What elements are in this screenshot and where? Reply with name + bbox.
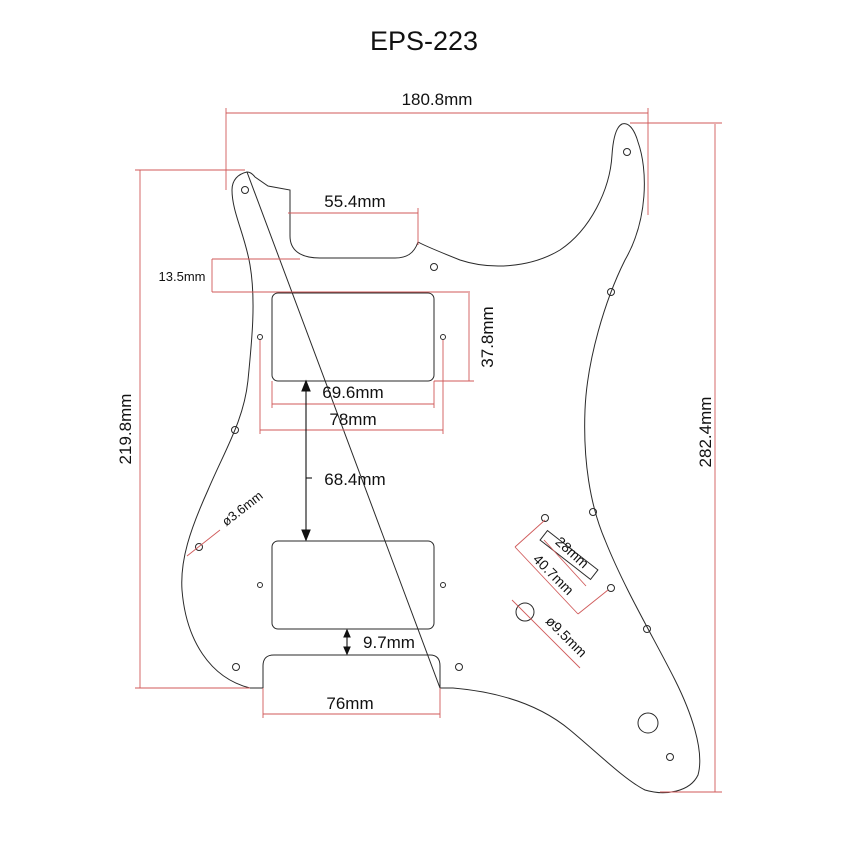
neck-pickup-cutout — [271, 292, 435, 382]
label-pickup-spacing: 68.4mm — [324, 470, 385, 489]
label-overall-width: 180.8mm — [402, 90, 473, 109]
label-neck-cutout-width: 55.4mm — [324, 192, 385, 211]
label-left-height: 219.8mm — [116, 394, 135, 465]
dimension-lines — [135, 108, 722, 793]
bridge-pickup-cutout — [271, 540, 435, 630]
diagram-title: EPS-223 — [369, 26, 479, 56]
switch-slot — [539, 529, 599, 581]
label-bridge-cutout-width: 76mm — [326, 694, 373, 713]
label-overall-height: 282.4mm — [696, 397, 715, 468]
label-pickup-width: 69.6mm — [322, 383, 383, 402]
label-bridge-gap: 9.7mm — [363, 633, 415, 652]
spacing-arrows — [301, 379, 351, 656]
label-screw-spacing: 78mm — [329, 410, 376, 429]
bridge-cutout — [262, 654, 441, 688]
pickguard-outline — [181, 123, 701, 794]
label-screw-hole-diameter: ø3.6mm — [219, 488, 266, 529]
label-neck-to-pickup: 13.5mm — [159, 269, 206, 284]
screw-holes — [195, 148, 674, 761]
label-pot-hole-diameter: ø9.5mm — [543, 613, 591, 661]
label-pickup-height: 37.8mm — [478, 306, 497, 367]
